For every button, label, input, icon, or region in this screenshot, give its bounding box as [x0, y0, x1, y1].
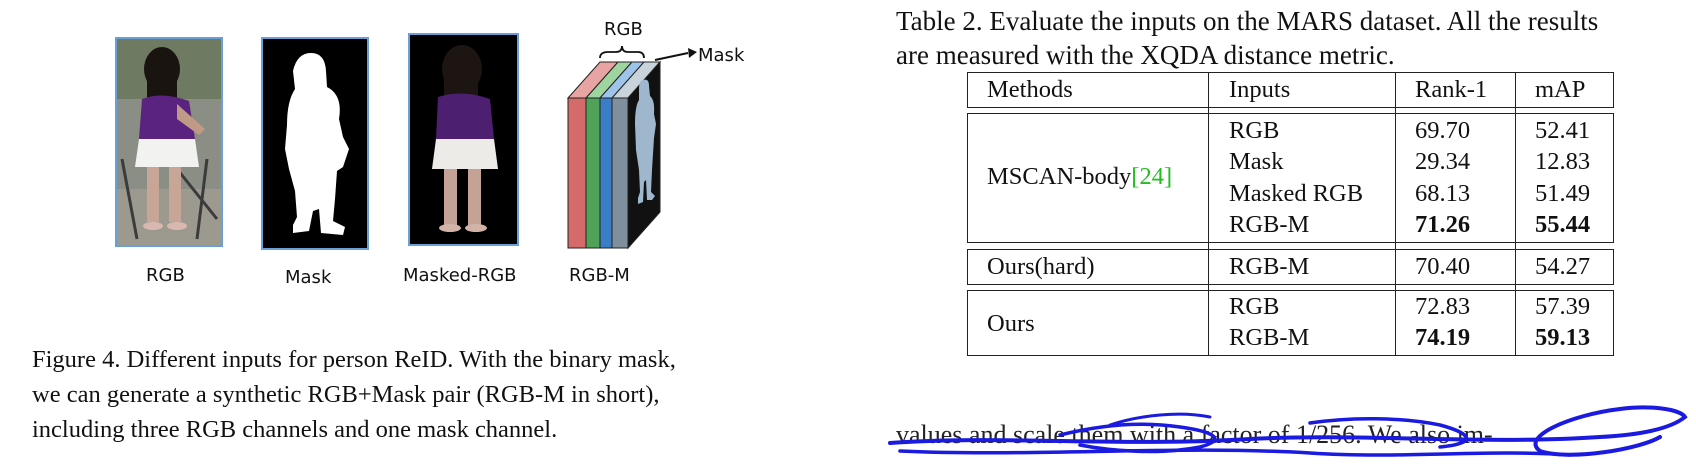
- table-caption-line: are measured with the XQDA distance metr…: [896, 40, 1395, 70]
- input-cell: RGB-M: [1229, 324, 1310, 351]
- table-caption-line: Table 2. Evaluate the inputs on the MARS…: [896, 6, 1599, 36]
- masked-rgb-person-drawing: [410, 35, 517, 244]
- input-cell: RGB: [1229, 293, 1280, 320]
- rank1-cell: 72.83: [1415, 293, 1471, 320]
- mask-silhouette: [263, 39, 367, 248]
- input-cell: RGB-M: [1229, 211, 1310, 238]
- rank1-cell: 69.70: [1415, 117, 1471, 144]
- method-ours-hard: Ours(hard): [987, 253, 1095, 280]
- map-cell: 12.83: [1535, 148, 1591, 175]
- rgb-image: [115, 37, 223, 247]
- rank1-cell: 68.13: [1415, 180, 1471, 207]
- input-cell: RGB-M: [1229, 253, 1310, 280]
- rgb-person-drawing: [117, 39, 221, 245]
- pen-scribble-overlay: [888, 405, 1688, 457]
- header-inputs: Inputs: [1229, 76, 1291, 103]
- rgbm-channel-stack: [566, 45, 697, 250]
- column-divider: [1208, 72, 1210, 356]
- map-cell-best: 55.44: [1535, 211, 1591, 238]
- mask-label: Mask: [285, 267, 332, 288]
- map-cell: 54.27: [1535, 253, 1591, 280]
- rgb-label: RGB: [146, 265, 185, 286]
- body-text-line: values and scale them with a factor of 1…: [896, 420, 1493, 449]
- caption-line: we can generate a synthetic RGB+Mask pai…: [32, 381, 660, 408]
- rgbm-cube: [560, 20, 740, 255]
- map-cell: 57.39: [1535, 293, 1591, 320]
- table-group-box: [967, 249, 1614, 285]
- map-cell: 52.41: [1535, 117, 1591, 144]
- table-header-box: [967, 72, 1614, 108]
- caption-line: Figure 4. Different inputs for person Re…: [32, 346, 676, 373]
- masked-rgb-image: [408, 33, 519, 246]
- column-divider: [1395, 72, 1397, 356]
- input-cell: RGB: [1229, 117, 1280, 144]
- rgbm-label: RGB-M: [569, 265, 630, 286]
- header-rank1: Rank-1: [1415, 76, 1488, 103]
- rank1-cell-best: 74.19: [1415, 324, 1471, 351]
- input-cell: Mask: [1229, 148, 1284, 175]
- method-ours: Ours: [987, 310, 1035, 337]
- header-map: mAP: [1535, 76, 1586, 103]
- caption-line: including three RGB channels and one mas…: [32, 416, 558, 443]
- column-divider: [1515, 72, 1517, 356]
- citation-link[interactable]: [24]: [1131, 163, 1173, 190]
- rank1-cell: 29.34: [1415, 148, 1471, 175]
- map-cell: 51.49: [1535, 180, 1591, 207]
- cube-mask-label: Mask: [698, 45, 745, 66]
- mask-image: [261, 37, 369, 250]
- method-name: MSCAN-body: [987, 163, 1132, 190]
- cube-rgb-label: RGB: [604, 19, 643, 40]
- table-group-box: [967, 113, 1614, 243]
- method-mscan-body: MSCAN-body[24]: [987, 161, 1172, 192]
- map-cell-best: 59.13: [1535, 324, 1591, 351]
- masked-rgb-label: Masked-RGB: [403, 265, 517, 286]
- rank1-cell-best: 71.26: [1415, 211, 1471, 238]
- header-methods: Methods: [987, 76, 1073, 103]
- rank1-cell: 70.40: [1415, 253, 1471, 280]
- input-cell: Masked RGB: [1229, 180, 1364, 207]
- table-group-box: [967, 290, 1614, 356]
- table-caption: Table 2. Evaluate the inputs on the MARS…: [896, 4, 1598, 72]
- figure-caption: Figure 4. Different inputs for person Re…: [32, 342, 832, 447]
